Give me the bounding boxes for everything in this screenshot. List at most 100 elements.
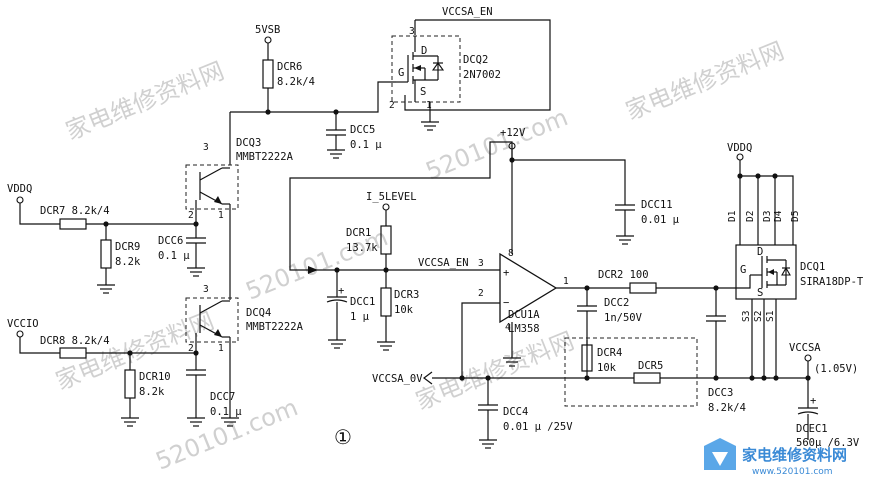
net-label-vccsa: VCCSA (789, 342, 821, 354)
dcq3-part: MMBT2222A (236, 151, 294, 163)
dcq1-pin-s-labels: S3 S2 S1 (741, 310, 776, 322)
dcr5-ref: DCR5 (638, 360, 663, 372)
dcu1-part: LM358 (508, 323, 540, 335)
dcq1-ref: DCQ1 (800, 261, 825, 273)
dcr4-dcr5-box (564, 337, 698, 407)
dcc11-val: 0.01 μ (641, 214, 680, 226)
dcr6-ref: DCR6 (277, 61, 302, 73)
site-logo: 家电维修资料网 www.520101.com (704, 438, 847, 477)
ground-dcq4 (221, 417, 239, 427)
dcr1-val: 13.7k (346, 242, 378, 254)
dcc1-val: 1 μ (350, 311, 370, 323)
dcq2-box (391, 35, 461, 103)
opamp-pin8: 8 (508, 248, 514, 259)
dcr8-label: DCR8 8.2k/4 (40, 335, 110, 347)
watermark-cn-4: 家电维修资料网 (412, 327, 578, 416)
dcq4-pin2: 2 (188, 343, 194, 354)
ground-dcc4 (479, 439, 497, 449)
net-label-p12v: +12V (500, 127, 526, 139)
opamp-pin1: 1 (563, 276, 569, 287)
dcc4-ref: DCC4 (503, 406, 528, 418)
dcq4-ref: DCQ4 (246, 307, 271, 319)
dcq1-pin-d1: D1 (727, 210, 738, 222)
net-label-i5level: I_5LEVEL (366, 191, 417, 203)
dcq4-pin3: 3 (203, 284, 209, 295)
net-label-5vsb: 5VSB (255, 24, 280, 36)
dcc5-val: 0.1 μ (350, 139, 382, 151)
dcr2-label: DCR2 100 (598, 269, 649, 281)
dcq1-pin-d-labels: D1 D2 D3 D4 D5 (727, 210, 801, 222)
dcc1-plus: + (338, 285, 344, 297)
dcc6-val: 0.1 μ (158, 250, 190, 262)
dcec1-val: 560μ /6.3V (796, 437, 860, 449)
dcq1-pin-d5: D5 (790, 211, 801, 222)
dcq2-pin1: 1 (426, 100, 432, 111)
dcq1-pin-s3: S3 (741, 311, 752, 322)
dcq1-box (735, 244, 797, 300)
dcq1-mosfet (750, 256, 791, 288)
dcc2-val: 1n/50V (604, 312, 643, 324)
dcq2-pin3: 3 (409, 26, 415, 37)
dcq1-pin-s1: S1 (765, 310, 776, 322)
dcu1-ref: DCU1A (508, 309, 540, 321)
opamp-pin4: 4 (505, 322, 511, 333)
dcq1-pin-d: D (757, 246, 763, 258)
opamp-pin2: 2 (478, 288, 484, 299)
dcc2-ref: DCC2 (604, 297, 629, 309)
dcq4-part: MMBT2222A (246, 321, 304, 333)
logo-url: www.520101.com (752, 467, 833, 477)
net-label-vddq-right: VDDQ (727, 142, 752, 154)
dcr2-resistor (629, 282, 657, 294)
opamp-lm358: + − (499, 252, 558, 324)
net-label-vddq-left: VDDQ (7, 183, 32, 195)
dcr1-ref: DCR1 (346, 227, 371, 239)
ground-dcc1 (328, 339, 346, 349)
dcr4-resistor (581, 344, 593, 372)
dcr5-resistor (633, 372, 661, 384)
dcq3-ref: DCQ3 (236, 137, 261, 149)
dcq2-pin-s: S (420, 86, 426, 98)
dcc4-val: 0.01 μ /25V (503, 421, 573, 433)
dcq1-pin-d2: D2 (745, 211, 756, 222)
dcc7-val: 0.1 μ (210, 406, 242, 418)
dcr4-ref: DCR4 (597, 347, 622, 359)
net-label-vccio: VCCIO (7, 318, 39, 330)
dcec1-plus: + (810, 395, 816, 407)
dcq1-pin-s: S (757, 287, 763, 299)
dcq2-pin-g: G (398, 67, 404, 79)
dcq3-pin1: 1 (218, 210, 224, 221)
dcq3-transistor (199, 167, 230, 205)
ground-dcc11 (616, 235, 634, 245)
figure-number: ① (334, 425, 352, 449)
watermark-cn-1: 家电维修资料网 (62, 57, 228, 146)
ground-dcc6 (187, 267, 205, 277)
dcr6-resistor (262, 59, 274, 89)
dcq4-transistor (199, 300, 230, 338)
dcr3-resistor (380, 287, 392, 317)
dcq2-part: 2N7002 (463, 69, 501, 81)
dcr9-resistor (100, 239, 112, 269)
net-label-vccsa-en-top: VCCSA_EN (442, 6, 493, 18)
ground-dcr3 (377, 341, 395, 351)
dcq4-pin1: 1 (218, 343, 224, 354)
dcc1-ref: DCC1 (350, 296, 375, 308)
dcq1-pin-s2: S2 (753, 311, 764, 322)
dcr7-resistor (59, 218, 87, 230)
dcq2-ref: DCQ2 (463, 54, 488, 66)
ground-opamp (503, 357, 521, 367)
dcr10-resistor (124, 369, 136, 399)
ground-dcc7 (187, 417, 205, 427)
dcr3-val: 10k (394, 304, 414, 316)
dcr10-ref: DCR10 (139, 371, 171, 383)
watermark-cn-2: 家电维修资料网 (622, 37, 788, 126)
dcr4-val: 10k (597, 362, 617, 374)
dcq2-mosfet (396, 36, 445, 102)
dcr9-ref: DCR9 (115, 241, 140, 253)
dcr7-label: DCR7 8.2k/4 (40, 205, 110, 217)
ground-dcq2 (421, 121, 439, 131)
dcec1-ref: DCEC1 (796, 423, 828, 435)
logo-cn: 家电维修资料网 (742, 446, 847, 464)
vccsa-voltage: (1.05V) (814, 363, 858, 375)
dcc5-ref: DCC5 (350, 124, 375, 136)
dcr9-val: 8.2k (115, 256, 141, 268)
